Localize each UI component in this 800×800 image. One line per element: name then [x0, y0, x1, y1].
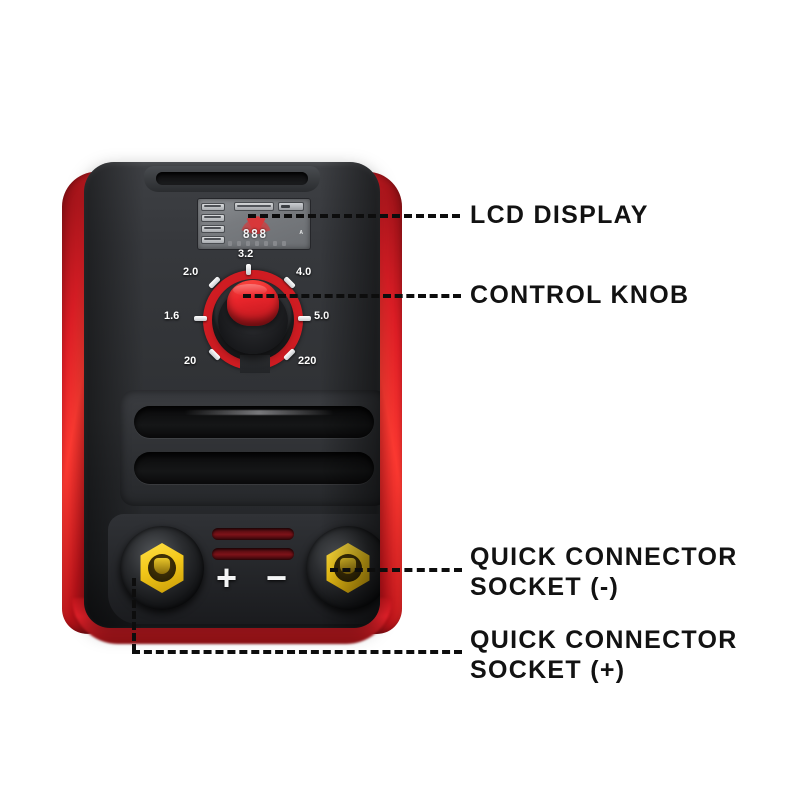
knob-label-20: 20 [184, 355, 197, 367]
leader-line-socket-negative [330, 568, 462, 572]
control-knob-assembly[interactable]: 3.2 2.0 4.0 1.6 5.0 20 220 [164, 248, 329, 378]
lcd-display[interactable]: 888 A [197, 198, 311, 250]
lcd-mode-chip [201, 203, 225, 211]
knob-label-5-0: 5.0 [314, 310, 330, 322]
lcd-scale-ticks [228, 241, 286, 247]
lcd-mode-chip-group [201, 203, 225, 247]
knob-tick-5-0 [298, 316, 311, 321]
knob-label-220: 220 [298, 355, 317, 367]
lcd-mode-chip [201, 225, 225, 233]
callout-socket-negative: QUICK CONNECTOR SOCKET (-) [470, 543, 738, 601]
knob-label-2-0: 2.0 [183, 266, 199, 278]
leader-line-socket-positive-vertical [132, 578, 136, 652]
lcd-digit-readout: 888 [242, 227, 268, 241]
vent-slot [134, 406, 374, 438]
callout-control-knob: CONTROL KNOB [470, 281, 690, 309]
socket-hex-nut [140, 543, 184, 593]
carry-handle-slot [156, 172, 308, 185]
callout-socket-positive: QUICK CONNECTOR SOCKET (+) [470, 626, 738, 684]
leader-line-knob [243, 294, 461, 298]
welding-machine-illustration: 888 A 3.2 2.0 4.0 [62, 162, 402, 644]
lcd-arc-gauge [231, 210, 281, 234]
ventilation-panel [120, 390, 380, 506]
vent-slot [134, 452, 374, 484]
knob-cap[interactable] [227, 280, 279, 326]
lcd-unit-label: A [299, 230, 303, 236]
indicator-slot [212, 528, 294, 540]
callout-lcd-display: LCD DISPLAY [470, 201, 649, 229]
knob-label-1-6: 1.6 [164, 310, 180, 322]
lcd-status-indicator-icon [278, 202, 304, 211]
knob-label-3-2: 3.2 [238, 248, 254, 260]
lcd-mode-chip [201, 236, 225, 244]
socket-bore [148, 554, 176, 582]
knob-tick-3-2 [246, 264, 251, 275]
lcd-title-chip [234, 202, 274, 211]
indicator-slot [212, 548, 294, 560]
machine-body-shell: 888 A 3.2 2.0 4.0 [84, 162, 380, 628]
polarity-minus-symbol: − [266, 557, 288, 598]
leader-line-socket-positive-horizontal [132, 650, 462, 654]
polarity-plus-symbol: + [216, 557, 238, 598]
lcd-mode-chip [201, 214, 225, 222]
vent-highlight [184, 410, 334, 415]
knob-tick-1-6 [194, 316, 207, 321]
leader-line-lcd [248, 214, 460, 218]
knob-label-4-0: 4.0 [296, 266, 312, 278]
